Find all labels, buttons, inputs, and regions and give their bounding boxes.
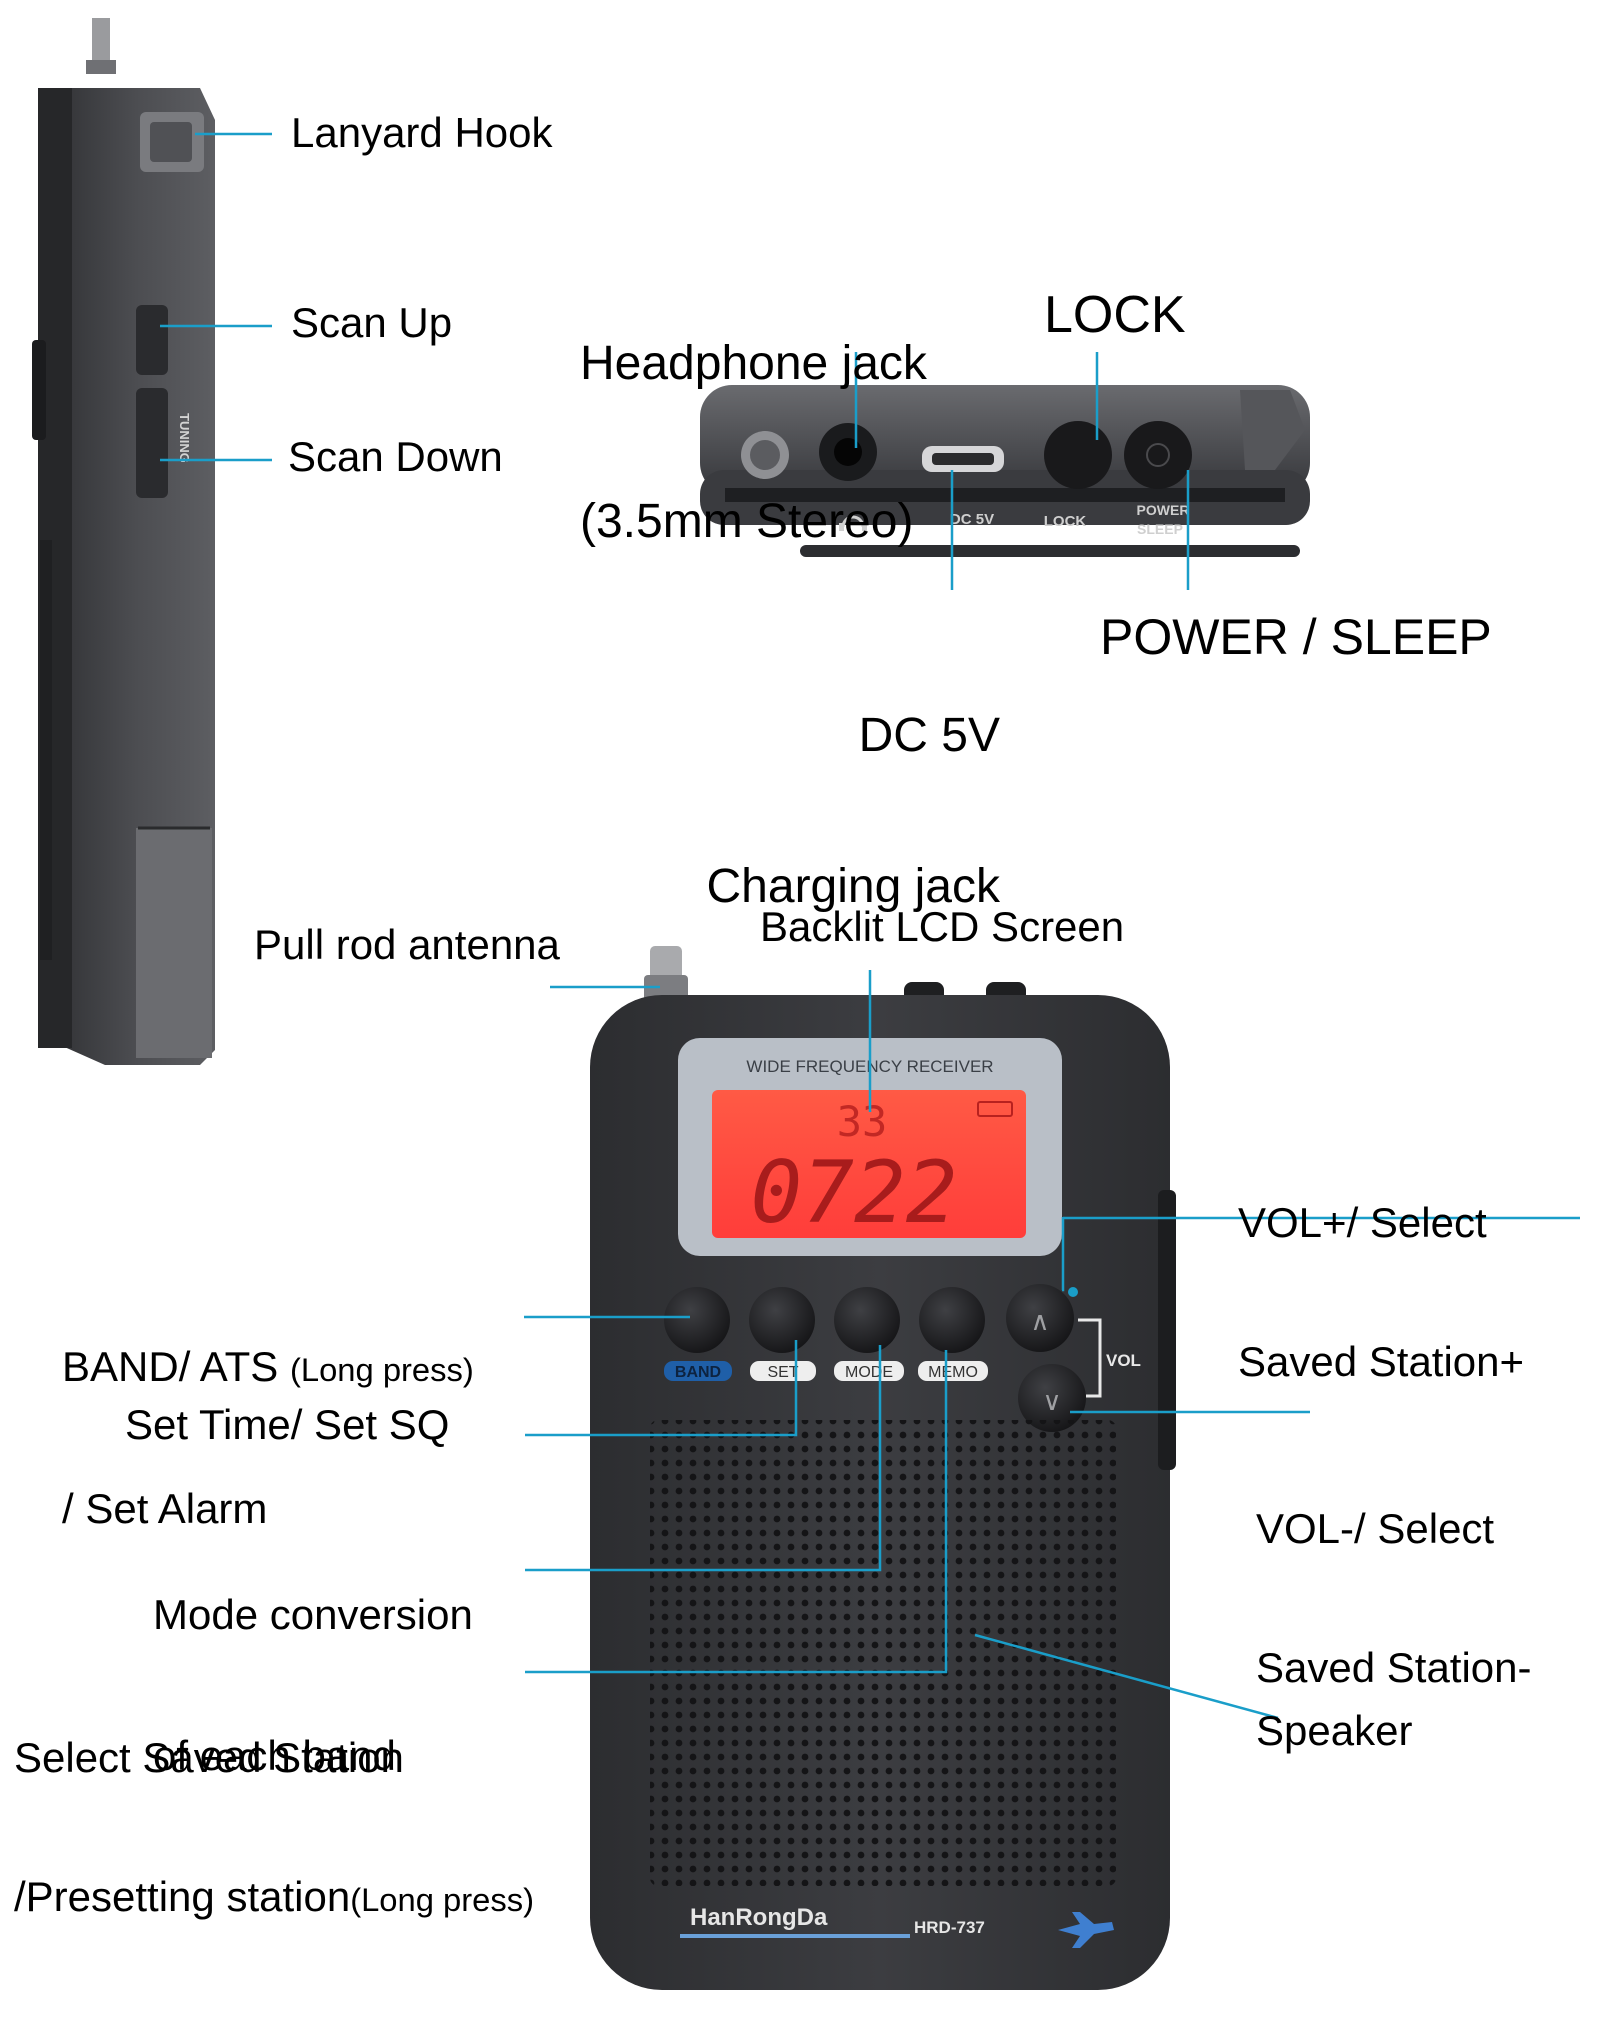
memo-key bbox=[919, 1287, 985, 1353]
speaker-grill bbox=[650, 1420, 1116, 1886]
leader-vol-up-a bbox=[1061, 1217, 1065, 1292]
top-lock-label: LOCK bbox=[1044, 513, 1087, 530]
callout-dc-5v: DC 5V Charging jack bbox=[706, 708, 1000, 913]
callout-lanyard-hook: Lanyard Hook bbox=[291, 109, 553, 156]
leader-speaker bbox=[974, 1633, 1279, 1720]
callout-speaker: Speaker bbox=[1256, 1707, 1413, 1754]
top-sleep-label: SLEEP bbox=[1137, 521, 1183, 537]
scan-up-key bbox=[136, 305, 168, 375]
memo-badge bbox=[918, 1361, 988, 1381]
callout-mode-conversion: Mode conversion of each band bbox=[153, 1591, 473, 1780]
battery-cover bbox=[136, 828, 212, 1058]
airplane-icon bbox=[1058, 1912, 1114, 1948]
callout-set-time: Set Time/ Set SQ bbox=[125, 1401, 450, 1448]
power-button bbox=[1124, 421, 1192, 489]
vol-bracket bbox=[1078, 1318, 1102, 1398]
top-dc-label: DC 5V bbox=[950, 511, 994, 528]
callout-lock: LOCK bbox=[1044, 286, 1186, 344]
top-power-label: POWER bbox=[1137, 502, 1190, 518]
mode-badge-label: MODE bbox=[845, 1364, 893, 1381]
callout-vol-down: VOL-/ Select Saved Station- bbox=[1256, 1505, 1532, 1691]
vol-label: VOL bbox=[1106, 1351, 1141, 1370]
display-small-digits: 33 bbox=[837, 1097, 888, 1146]
callout-power-sleep: POWER / SLEEP bbox=[1100, 609, 1492, 665]
model-label: HRD-737 bbox=[914, 1918, 985, 1937]
leader-mode bbox=[525, 1345, 882, 1572]
top-view: DC 5V LOCK POWER SLEEP bbox=[700, 385, 1310, 557]
side-view: TUNING bbox=[32, 18, 215, 1065]
band-key bbox=[664, 1287, 730, 1353]
set-badge-label: SET bbox=[767, 1364, 798, 1381]
side-body bbox=[40, 88, 215, 1065]
callout-vol-up: VOL+/ Select Saved Station+ bbox=[1238, 1199, 1525, 1385]
callout-scan-up: Scan Up bbox=[291, 299, 453, 346]
vol-up-key bbox=[1006, 1284, 1074, 1352]
set-badge bbox=[750, 1361, 816, 1381]
callout-scan-down: Scan Down bbox=[288, 433, 503, 480]
mode-key bbox=[834, 1287, 900, 1353]
leader-lines bbox=[160, 132, 1580, 1720]
callout-pull-rod-antenna: Pull rod antenna bbox=[254, 921, 560, 968]
display-main-digits: 0722 bbox=[750, 1143, 957, 1243]
side-antenna-tip bbox=[92, 18, 110, 64]
memo-badge-label: MEMO bbox=[928, 1364, 978, 1381]
side-tuning-label: TUNING bbox=[177, 413, 192, 463]
brand-logo: HanRongDa bbox=[690, 1904, 828, 1931]
chevron-down-icon: ∨ bbox=[1042, 1387, 1061, 1417]
scan-down-key bbox=[136, 388, 168, 498]
mode-badge bbox=[834, 1361, 904, 1381]
battery-indicator-icon bbox=[977, 1101, 1013, 1117]
front-view: WIDE FREQUENCY RECEIVER 33 0722 ∧ ∨ VOL … bbox=[590, 946, 1176, 1990]
leader-set bbox=[525, 1340, 798, 1437]
callout-backlit-lcd: Backlit LCD Screen bbox=[760, 903, 1125, 950]
lock-button bbox=[1044, 421, 1112, 489]
leader-memo bbox=[525, 1350, 948, 1674]
callout-band-ats: BAND/ ATS (Long press) / Set Alarm bbox=[62, 1342, 474, 1533]
lcd-display bbox=[712, 1090, 1026, 1238]
callout-select-saved: Select Saved Station /Presetting station… bbox=[14, 1734, 535, 1920]
chevron-up-icon: ∧ bbox=[1030, 1307, 1049, 1337]
band-badge bbox=[664, 1361, 732, 1381]
vol-down-key bbox=[1018, 1364, 1086, 1432]
band-badge-label: BAND bbox=[675, 1364, 721, 1381]
set-key bbox=[749, 1287, 815, 1353]
callout-headphone-jack: Headphone jack (3.5mm Stereo) bbox=[580, 336, 927, 548]
